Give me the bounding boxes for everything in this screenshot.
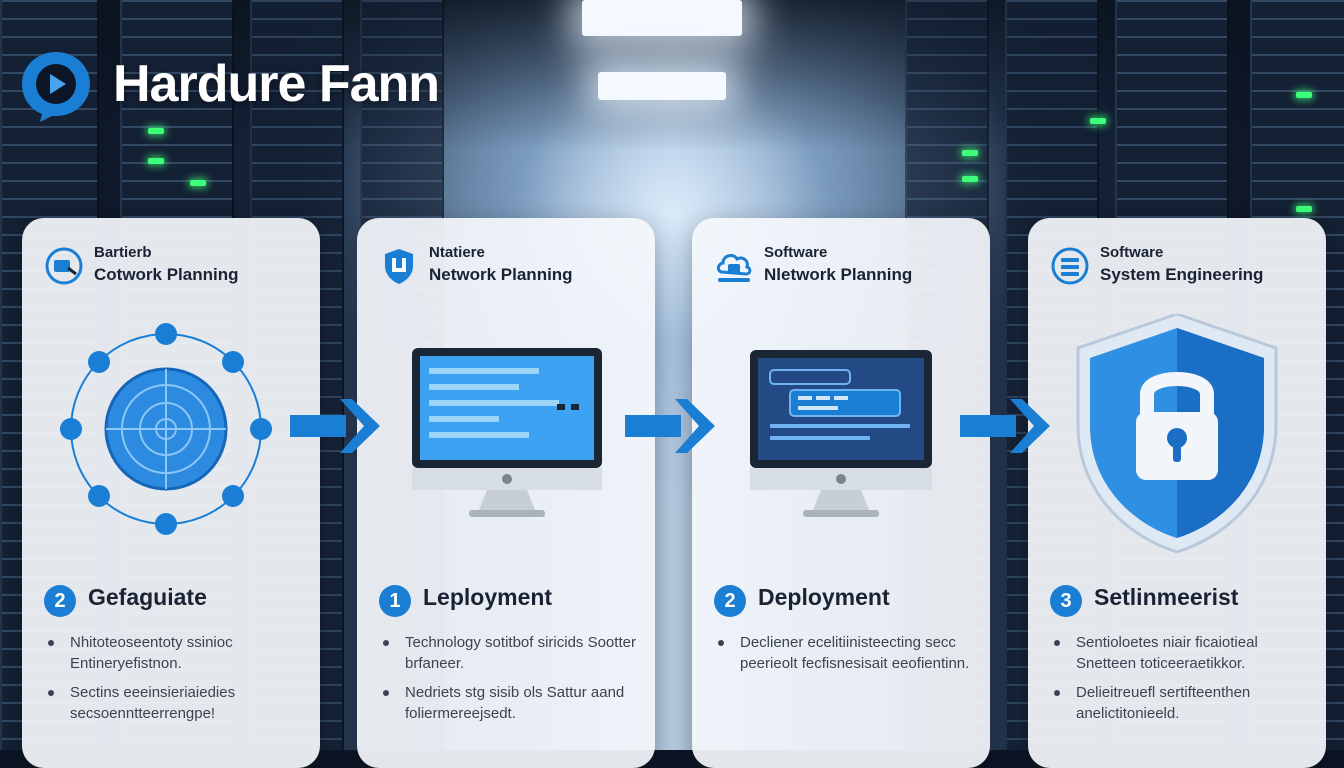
status-led (962, 150, 978, 156)
status-led (148, 158, 164, 164)
card-title-line2: Network Planning (429, 265, 573, 284)
step-number-badge: 1 (379, 585, 411, 617)
arrow-right-icon (960, 399, 1050, 453)
network-globe-icon (60, 323, 272, 535)
bullet-list: Sentioloetes niair ficaiotieal Snetteen … (1054, 632, 1310, 732)
step-label: Leployment (423, 584, 553, 610)
card-title: Software Nletwork Planning (764, 242, 994, 286)
security-shield-lock-icon (1076, 314, 1278, 554)
status-led (148, 128, 164, 134)
status-led (1090, 118, 1106, 124)
card-header: Bartierb Cotwork Planning (44, 242, 314, 302)
bullet-list: Decliener ecelitiinisteecting secc peeri… (718, 632, 974, 682)
play-speech-bubble-icon (22, 52, 90, 122)
step-number-badge: 3 (1050, 585, 1082, 617)
network-hub-icon (45, 247, 83, 285)
step-row: 2 Gefaguiate (44, 582, 314, 622)
shield-network-icon (385, 249, 413, 284)
process-card: Ntatiere Network Planning 1 Leployment T… (357, 218, 655, 768)
process-card: Bartierb Cotwork Planning 2 Gefaguiate (22, 218, 320, 768)
bullet-list: Technology sotitbof siricids Sootter brf… (383, 632, 639, 732)
card-header: Software System Engineering (1050, 242, 1320, 302)
card-title-line1: Bartierb (94, 244, 152, 261)
card-title-line1: Software (764, 244, 828, 261)
ceiling-light (598, 72, 726, 100)
bullet-item: Delieitreuefl sertifteenthen anelictiton… (1054, 682, 1310, 724)
app-title: Hardure Fann (113, 55, 440, 113)
arrow-right-icon (625, 399, 715, 453)
step-number-badge: 2 (44, 585, 76, 617)
code-monitor-icon (750, 350, 932, 517)
card-title-line2: Cotwork Planning (94, 265, 239, 284)
card-header: Software Nletwork Planning (714, 242, 984, 302)
status-led (962, 176, 978, 182)
status-led (1296, 206, 1312, 212)
status-led (190, 180, 206, 186)
desktop-monitor-icon (412, 348, 602, 517)
status-led (1296, 92, 1312, 98)
bullet-item: Technology sotitbof siricids Sootter brf… (383, 632, 639, 674)
card-title: Software System Engineering (1100, 242, 1330, 286)
card-title-line2: System Engineering (1100, 265, 1264, 284)
step-row: 1 Leployment (379, 582, 649, 622)
bullet-item: Nedriets stg sisib ols Sattur aand folie… (383, 682, 639, 724)
process-card: Software Nletwork Planning 2 Deployment (692, 218, 990, 768)
card-title: Bartierb Cotwork Planning (94, 242, 324, 286)
cloud-server-icon (716, 254, 752, 282)
card-title-line2: Nletwork Planning (764, 265, 913, 284)
ceiling-light (582, 0, 742, 36)
server-stack-icon (1051, 247, 1089, 285)
bullet-list: Nhitoteoseentoty ssinioc Entineryefistno… (48, 632, 304, 732)
bullet-item: Sentioloetes niair ficaiotieal Snetteen … (1054, 632, 1310, 674)
step-label: Setlinmeerist (1094, 584, 1239, 610)
bullet-item: Nhitoteoseentoty ssinioc Entineryefistno… (48, 632, 304, 674)
process-cards: Bartierb Cotwork Planning 2 Gefaguiate (22, 218, 1326, 768)
card-title: Ntatiere Network Planning (429, 242, 659, 286)
card-title-line1: Ntatiere (429, 244, 485, 261)
step-number-badge: 2 (714, 585, 746, 617)
card-title-line1: Software (1100, 244, 1164, 261)
step-label: Gefaguiate (88, 584, 207, 610)
arrow-right-icon (290, 399, 380, 453)
step-row: 2 Deployment (714, 582, 984, 622)
process-card: Software System Engineering 3 Setlinmeer… (1028, 218, 1326, 768)
bullet-item: Decliener ecelitiinisteecting secc peeri… (718, 632, 974, 674)
step-row: 3 Setlinmeerist (1050, 582, 1320, 622)
card-header: Ntatiere Network Planning (379, 242, 649, 302)
step-label: Deployment (758, 584, 890, 610)
bullet-item: Sectins eeeinsieriaiedies secsoenntteerr… (48, 682, 304, 724)
